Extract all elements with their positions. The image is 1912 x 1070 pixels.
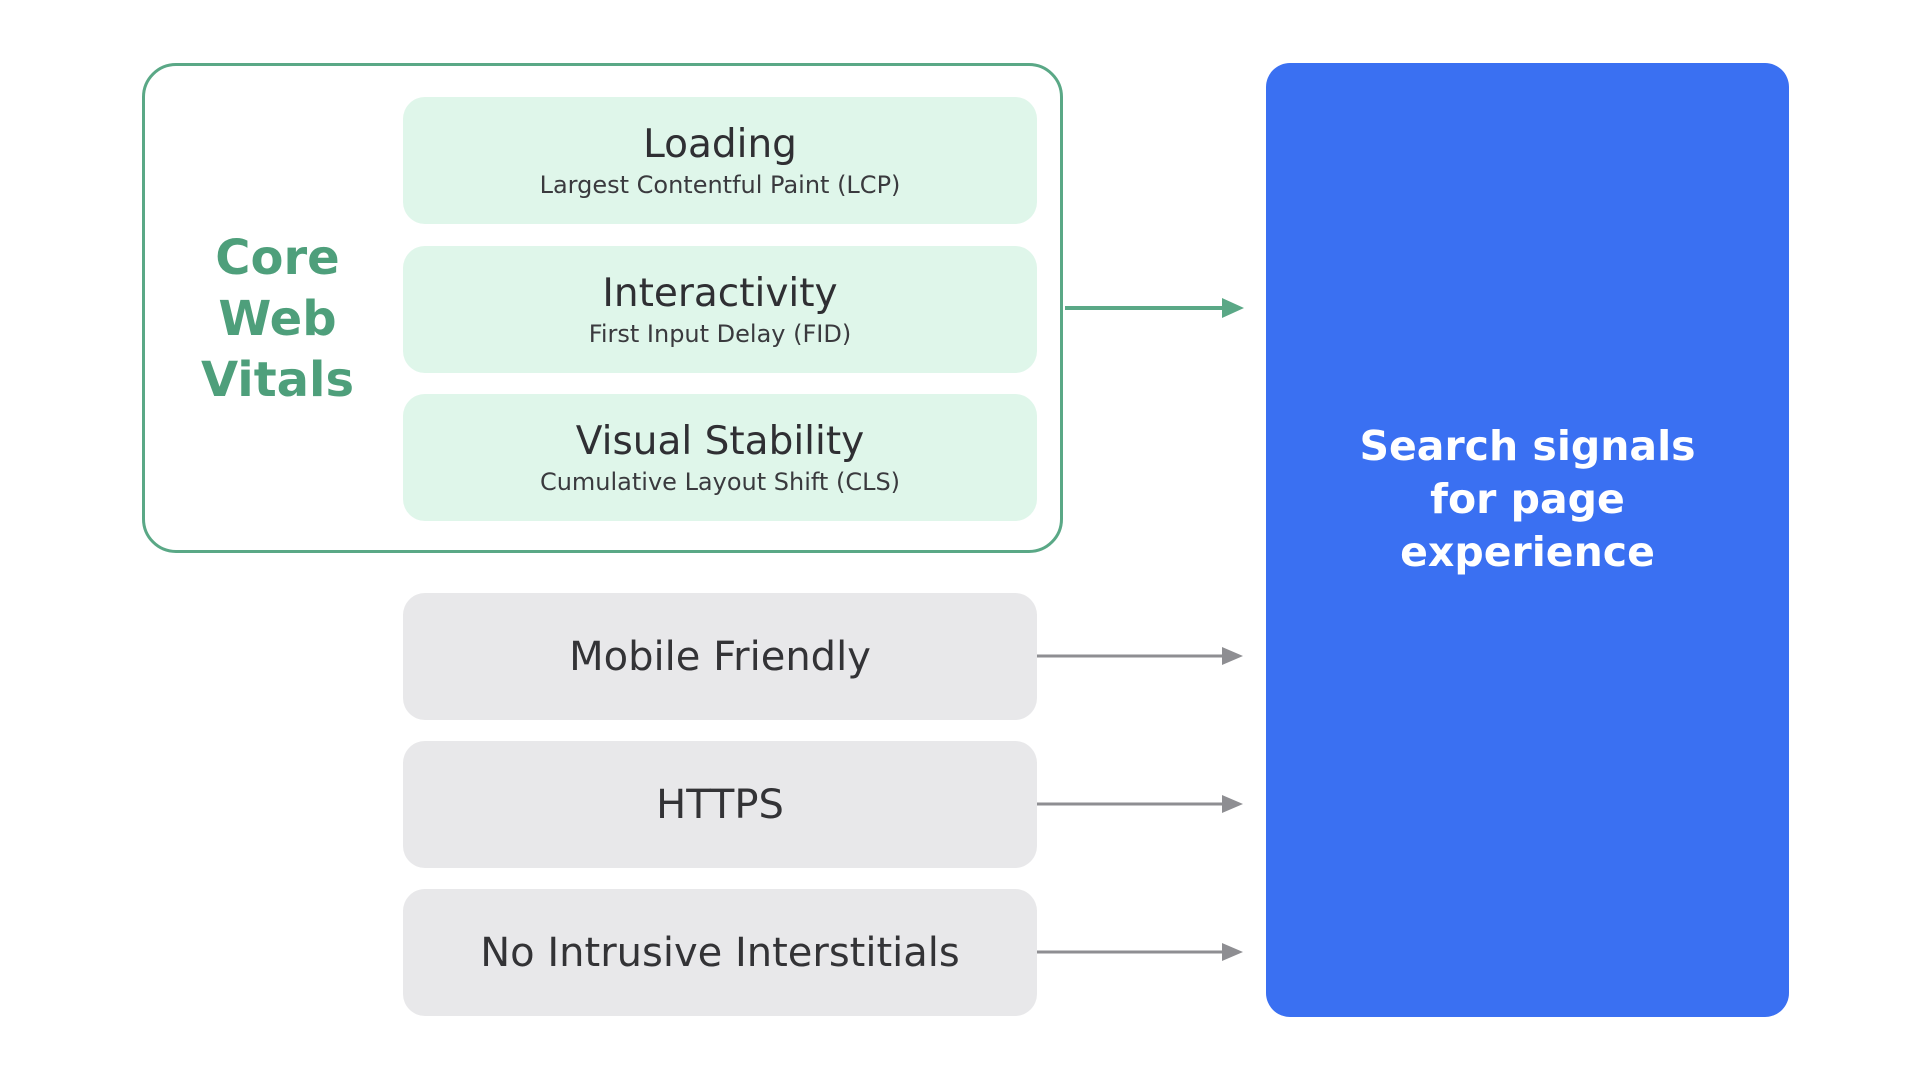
loading-metric-box: Loading Largest Contentful Paint (LCP) <box>403 97 1037 224</box>
core-web-vitals-title-line: Core <box>215 230 340 286</box>
search-signals-box: Search signals for page experience <box>1266 63 1789 1017</box>
loading-metric-subtitle: Largest Contentful Paint (LCP) <box>539 170 901 199</box>
https-label: HTTPS <box>656 781 784 828</box>
core-web-vitals-title-line: Vitals <box>200 352 355 408</box>
mobile-friendly-label: Mobile Friendly <box>569 633 871 680</box>
core-web-vitals-arrow <box>1065 298 1244 318</box>
search-signals-label: Search signals for page experience <box>1359 421 1696 576</box>
core-web-vitals-frame <box>142 63 1063 553</box>
interactivity-metric-subtitle: First Input Delay (FID) <box>588 319 852 348</box>
visual-stability-metric-title: Visual Stability <box>575 418 865 464</box>
https-box: HTTPS <box>403 741 1037 868</box>
visual-stability-metric-subtitle: Cumulative Layout Shift (CLS) <box>539 467 901 496</box>
interactivity-metric-title: Interactivity <box>602 270 838 316</box>
no-intrusive-interstitials-label: No Intrusive Interstitials <box>480 929 960 976</box>
loading-metric-title: Loading <box>643 121 797 167</box>
core-web-vitals-title: Core Web Vitals <box>180 228 375 411</box>
https-arrow <box>1037 795 1243 813</box>
visual-stability-metric-box: Visual Stability Cumulative Layout Shift… <box>403 394 1037 521</box>
core-web-vitals-title-line: Web <box>218 291 337 347</box>
mobile-friendly-arrow <box>1037 647 1243 665</box>
no-intrusive-interstitials-arrow <box>1037 943 1243 961</box>
mobile-friendly-box: Mobile Friendly <box>403 593 1037 720</box>
no-intrusive-interstitials-box: No Intrusive Interstitials <box>403 889 1037 1016</box>
interactivity-metric-box: Interactivity First Input Delay (FID) <box>403 246 1037 373</box>
